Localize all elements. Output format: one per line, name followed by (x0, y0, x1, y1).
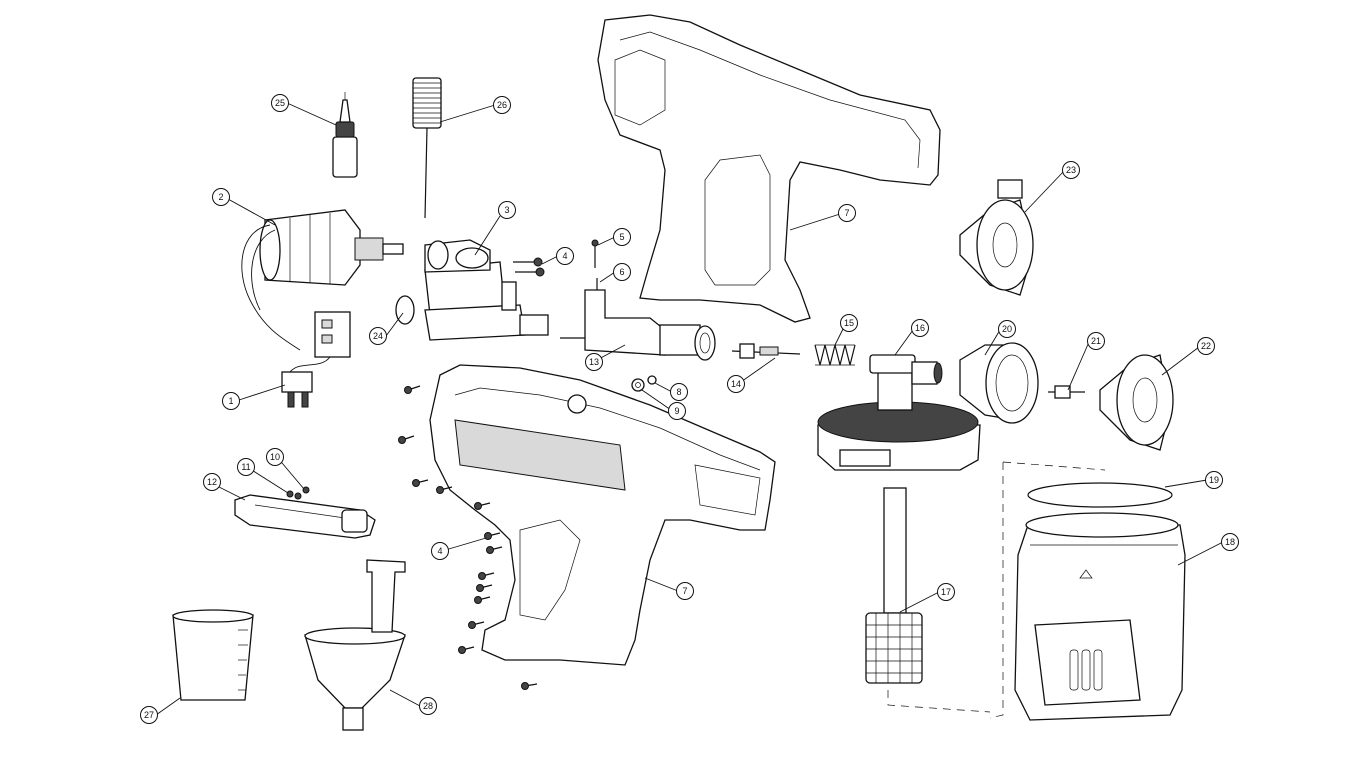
svg-text:9: 9 (674, 406, 679, 416)
part-4-screws-lower (398, 385, 538, 690)
svg-text:4: 4 (437, 546, 442, 556)
part-7-housing-front (429, 364, 776, 666)
svg-text:4: 4 (562, 251, 567, 261)
part-17-suction-tube (865, 487, 923, 684)
svg-text:25: 25 (275, 98, 285, 108)
svg-text:16: 16 (915, 323, 925, 333)
svg-text:5: 5 (619, 232, 624, 242)
part-5-pin (591, 239, 599, 268)
callout-14: 14 (727, 375, 745, 393)
svg-text:28: 28 (423, 701, 433, 711)
part-26-viscosity-tool (412, 77, 442, 219)
part-25-oil-bottle (332, 92, 358, 178)
part-3-pump-housing (424, 239, 549, 341)
svg-text:24: 24 (373, 331, 383, 341)
callout-4-lower: 4 (431, 542, 449, 560)
part-11-screw (286, 490, 302, 500)
callout-1: 1 (222, 392, 240, 410)
part-15-spring (814, 344, 856, 366)
callout-7-rear: 7 (838, 204, 856, 222)
part-13-valve-assembly (560, 289, 716, 361)
svg-text:19: 19 (1209, 475, 1219, 485)
svg-text:12: 12 (207, 477, 217, 487)
part-24-washer (395, 295, 415, 325)
callout-5: 5 (613, 228, 631, 246)
part-19-gasket (1027, 482, 1173, 508)
callout-27: 27 (140, 706, 158, 724)
part-20-nozzle-cap (959, 342, 1039, 424)
callout-28: 28 (419, 697, 437, 715)
svg-text:7: 7 (682, 586, 687, 596)
svg-text:23: 23 (1066, 165, 1076, 175)
callout-6: 6 (613, 263, 631, 281)
callout-2: 2 (212, 188, 230, 206)
callout-9: 9 (668, 402, 686, 420)
svg-text:8: 8 (676, 387, 681, 397)
assembly-guide-lines (887, 461, 1106, 719)
callout-8: 8 (670, 383, 688, 401)
part-2-motor (241, 209, 404, 351)
svg-text:11: 11 (241, 462, 250, 472)
svg-text:15: 15 (844, 318, 854, 328)
svg-text:21: 21 (1091, 336, 1101, 346)
svg-text:27: 27 (144, 710, 154, 720)
part-1-switch (281, 311, 351, 408)
callout-leaders (155, 102, 1224, 716)
callout-11: 11 (237, 458, 255, 476)
callout-7-front: 7 (676, 582, 694, 600)
svg-text:1: 1 (228, 396, 233, 406)
svg-text:2: 2 (218, 192, 223, 202)
callout-3: 3 (498, 201, 516, 219)
svg-text:7: 7 (844, 208, 849, 218)
part-8-washer (647, 375, 657, 385)
callout-21: 21 (1087, 332, 1105, 350)
callout-20: 20 (998, 320, 1016, 338)
part-12-trigger (234, 494, 376, 539)
callout-15: 15 (840, 314, 858, 332)
svg-text:10: 10 (270, 452, 280, 462)
part-4-screws-upper (513, 257, 545, 277)
callout-16: 16 (911, 319, 929, 337)
callout-19: 19 (1205, 471, 1223, 489)
svg-text:13: 13 (589, 357, 599, 367)
part-21-tip (1048, 385, 1085, 399)
callout-26: 26 (493, 96, 511, 114)
svg-text:14: 14 (731, 379, 741, 389)
callout-12: 12 (203, 473, 221, 491)
callout-25: 25 (271, 94, 289, 112)
callout-24: 24 (369, 327, 387, 345)
part-16-container-lid (817, 354, 981, 471)
callout-10: 10 (266, 448, 284, 466)
callout-4-upper: 4 (556, 247, 574, 265)
svg-text:3: 3 (504, 205, 509, 215)
part-7-housing-rear (597, 14, 941, 323)
part-28-funnel (304, 559, 406, 731)
svg-text:18: 18 (1225, 537, 1235, 547)
svg-text:22: 22 (1201, 341, 1211, 351)
part-18-paint-container (1014, 512, 1186, 721)
callout-18: 18 (1221, 533, 1239, 551)
svg-text:26: 26 (497, 100, 507, 110)
part-10-screw (302, 486, 310, 494)
callout-22: 22 (1197, 337, 1215, 355)
callout-13: 13 (585, 353, 603, 371)
svg-text:20: 20 (1002, 324, 1012, 334)
svg-text:6: 6 (619, 267, 624, 277)
callout-23: 23 (1062, 161, 1080, 179)
part-23-spray-cap (959, 179, 1034, 296)
callout-17: 17 (937, 583, 955, 601)
part-14-needle (731, 343, 801, 359)
part-27-measuring-cup (172, 609, 254, 701)
part-9-washer (631, 378, 645, 392)
part-22-spray-cap (1099, 354, 1174, 451)
svg-text:17: 17 (941, 587, 951, 597)
